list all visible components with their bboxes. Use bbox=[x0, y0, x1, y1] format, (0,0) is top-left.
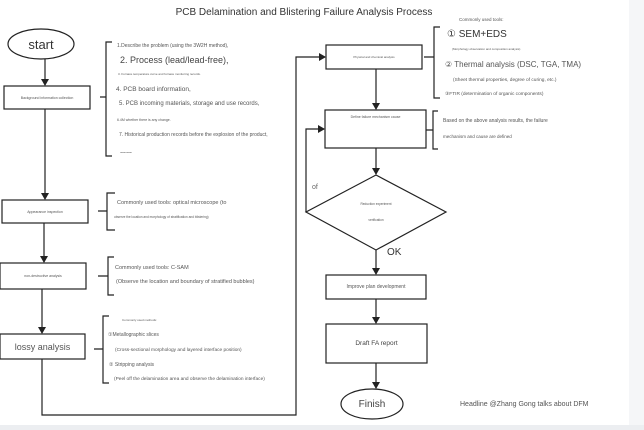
finish-node bbox=[340, 388, 404, 420]
physical-note-2: ① SEM+EDS bbox=[447, 29, 507, 40]
background-note-ellipsis: …… bbox=[120, 149, 132, 155]
background-note-5: 5. PCB incoming materials, storage and u… bbox=[119, 101, 260, 107]
physical-chemical-box bbox=[325, 44, 423, 70]
background-note-3: 3. Furnace temperature curve and furnace… bbox=[118, 72, 201, 76]
lossy-label: lossy analysis bbox=[14, 341, 71, 352]
physical-note-1: Commonly used tools: bbox=[459, 17, 504, 22]
decision-label-2: verification bbox=[368, 218, 384, 222]
appearance-box bbox=[1, 199, 89, 224]
background-note-7: 7. Historical production records before … bbox=[119, 132, 268, 138]
page-title: PCB Delamination and Blistering Failure … bbox=[175, 7, 433, 18]
lossy-note-1: Commonly used methods: bbox=[122, 318, 157, 322]
define-note-2: mechanism and cause are defined bbox=[443, 134, 512, 139]
physical-note-3: (Morphology observation and composition … bbox=[452, 47, 521, 51]
finish-label: Finish bbox=[358, 398, 386, 410]
appearance-label: Appearance inspection bbox=[27, 209, 63, 214]
watermark-text: Headline @Zhang Gong talks about DFM bbox=[460, 401, 589, 408]
background-info-label: Background information collection bbox=[20, 95, 74, 100]
draft-report-label: Draft FA report bbox=[355, 340, 398, 347]
bottom-scroll-area bbox=[0, 425, 644, 430]
lossy-note-3: (Cross-sectional morphology and layered … bbox=[115, 348, 242, 353]
appearance-note-2: observe the location and morphology of s… bbox=[114, 215, 209, 219]
non-destructive-box bbox=[0, 262, 87, 290]
define-mechanism-label: Define failure mechanism cause bbox=[350, 115, 401, 119]
define-note-1: Based on the above analysis results, the… bbox=[443, 118, 548, 124]
nondestructive-note-2: (Observe the location and boundary of st… bbox=[116, 279, 255, 285]
start-label: start bbox=[28, 36, 54, 52]
physical-note-6: ③FTIR (determination of organic componen… bbox=[445, 92, 544, 97]
loop-label: of bbox=[312, 184, 318, 191]
decision-diamond bbox=[304, 174, 448, 251]
non-destructive-label: non-destructive analysis bbox=[24, 274, 62, 278]
background-note-1: 1.Describe the problem (using the 3W2H m… bbox=[117, 43, 229, 49]
loop-decision-to-define bbox=[305, 125, 325, 212]
side-panel bbox=[629, 0, 644, 425]
bracket-background bbox=[100, 41, 112, 157]
physical-chemical-label: Physical and chemical analysis bbox=[353, 55, 395, 59]
bracket-define bbox=[426, 110, 438, 150]
background-note-2: 2. Process (lead/lead-free), bbox=[120, 55, 229, 65]
nondestructive-note-1: Commonly used tools: C-SAM bbox=[115, 265, 189, 271]
ok-label: OK bbox=[387, 247, 402, 258]
physical-note-5: (Sheet thermal properties, degree of cur… bbox=[453, 78, 557, 83]
lossy-note-2: ①Metallographic slices bbox=[108, 332, 159, 338]
lossy-note-5: (Peel off the delamination area and obse… bbox=[114, 377, 265, 382]
start-node bbox=[7, 28, 75, 60]
bracket-physical bbox=[424, 26, 440, 99]
lossy-note-4: ② Stripping analysis bbox=[109, 362, 155, 368]
bracket-appearance bbox=[98, 192, 115, 231]
bracket-nondestructive bbox=[98, 256, 114, 296]
bracket-lossy bbox=[94, 315, 109, 384]
background-note-4: 4. PCB board information, bbox=[116, 86, 191, 93]
decision-label-1: Reduction experiment bbox=[360, 202, 392, 206]
connector-lossy-to-physical bbox=[41, 53, 326, 416]
appearance-note-1: Commonly used tools: optical microscope … bbox=[117, 200, 227, 206]
physical-note-4: ② Thermal analysis (DSC, TGA, TMA) bbox=[445, 60, 582, 69]
background-note-6: 6.4M whether there is any change. bbox=[117, 118, 171, 122]
background-info-box bbox=[3, 85, 91, 110]
improve-plan-label: Improve plan development bbox=[346, 284, 406, 290]
